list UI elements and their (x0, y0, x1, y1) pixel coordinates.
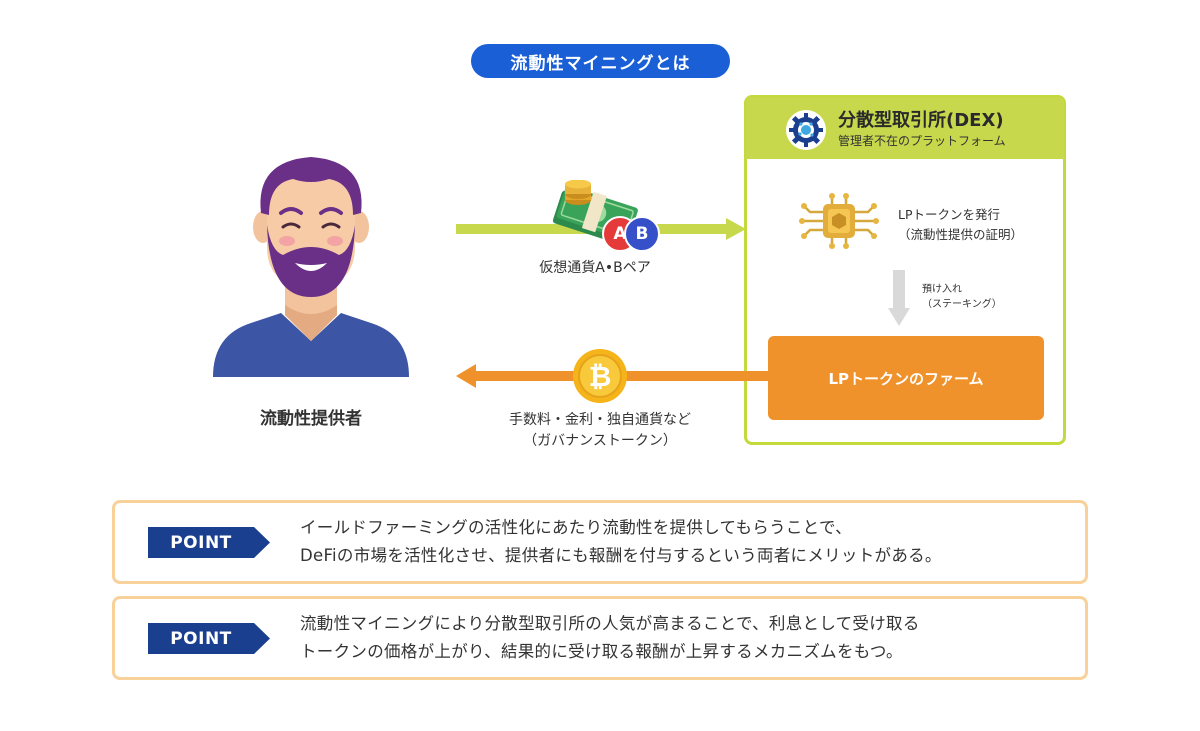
point-text-2: 流動性マイニングにより分散型取引所の人気が高まることで、利息として受け取る トー… (300, 610, 920, 666)
coin-b-icon: B (624, 216, 660, 252)
stake-down-arrow (888, 270, 910, 326)
point-box-1 (112, 500, 1088, 584)
point-2-line-2: トークンの価格が上がり、結果的に受け取る報酬が上昇するメカニズムをもつ。 (300, 642, 903, 661)
dex-subtitle: 管理者不在のプラットフォーム (838, 134, 1006, 148)
point-1-line-2: DeFiの市場を活性化させ、提供者にも報酬を付与するという両者にメリットがある。 (300, 546, 942, 565)
lp-issue-line1: LPトークンを発行 (898, 207, 1001, 222)
bitcoin-icon: ₿ (573, 349, 627, 403)
point-box-2 (112, 596, 1088, 680)
lp-token-chip-icon (799, 193, 879, 249)
fee-line1: 手数料・金利・独自通貨など (509, 412, 691, 428)
lp-issue-line2: （流動性提供の証明） (898, 227, 1024, 242)
lp-farm-box: LPトークンのファーム (768, 336, 1044, 420)
stake-line2: （ステーキング） (922, 299, 1002, 310)
fee-line2: （ガバナンストークン） (523, 433, 677, 449)
page-title: 流動性マイニングとは (471, 44, 730, 78)
point-badge-2 (148, 623, 270, 654)
pair-label: 仮想通貨A•Bペア (539, 260, 651, 276)
fee-label: 手数料・金利・独自通貨など （ガバナンストークン） (470, 410, 730, 452)
dex-title: 分散型取引所(DEX) (838, 110, 1004, 131)
stake-text: 預け入れ （ステーキング） (922, 282, 1002, 312)
point-badge-label-2: POINT (170, 628, 232, 649)
dex-gear-icon (786, 110, 826, 150)
svg-text:₿: ₿ (589, 360, 612, 393)
point-2-line-1: 流動性マイニングにより分散型取引所の人気が高まることで、利息として受け取る (300, 614, 920, 633)
point-badge-label-1: POINT (170, 532, 232, 553)
point-1-line-1: イールドファーミングの活性化にあたり流動性を提供してもらうことで、 (300, 518, 852, 537)
provider-label: 流動性提供者 (260, 409, 362, 429)
provider-avatar (213, 157, 409, 377)
stake-line1: 預け入れ (922, 284, 962, 295)
point-text-1: イールドファーミングの活性化にあたり流動性を提供してもらうことで、 DeFiの市… (300, 514, 942, 570)
point-badge-1 (148, 527, 270, 558)
lp-issue-text: LPトークンを発行 （流動性提供の証明） (898, 205, 1023, 245)
